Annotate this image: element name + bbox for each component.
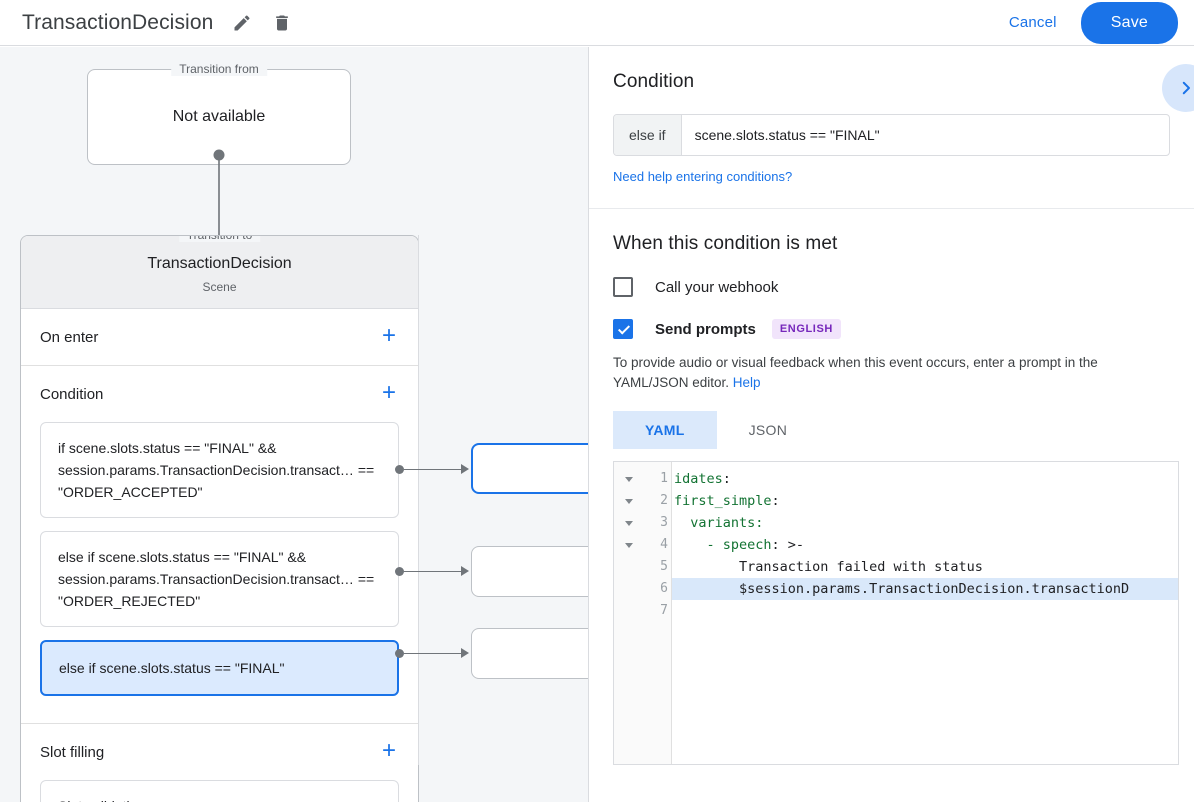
condition-item[interactable]: if scene.slots.status == "FINAL" && sess…	[40, 422, 399, 518]
add-slot-filling-button[interactable]: +	[381, 737, 396, 764]
fold-spacer	[614, 578, 644, 600]
panel-condition-heading: Condition	[613, 71, 695, 92]
condition-help-link[interactable]: Need help entering conditions?	[613, 169, 793, 184]
connector-line	[404, 469, 462, 470]
code-line[interactable]: $session.params.TransactionDecision.tran…	[672, 578, 1178, 600]
section-header-condition: Condition +	[21, 366, 418, 422]
add-on-enter-button[interactable]: +	[381, 322, 396, 349]
connector-dot	[395, 649, 404, 658]
chevron-right-icon[interactable]	[1162, 64, 1194, 112]
line-number: 1	[660, 471, 668, 486]
line-number: 7	[660, 603, 668, 618]
condition-item-selected[interactable]: else if scene.slots.status == "FINAL"	[40, 640, 399, 696]
condition-item[interactable]: else if scene.slots.status == "FINAL" &&…	[40, 531, 399, 627]
panel-condition-section: Condition else if scene.slots.status == …	[589, 47, 1194, 209]
scene-name: TransactionDecision	[147, 255, 292, 272]
section-title-slot-filling: Slot filling	[40, 743, 105, 761]
condition-operator-label: else if	[614, 115, 682, 155]
condition-list: if scene.slots.status == "FINAL" && sess…	[21, 422, 418, 723]
connector-line	[404, 653, 462, 654]
fold-arrow-icon[interactable]	[614, 534, 644, 556]
prompts-help-link[interactable]: Help	[732, 375, 761, 390]
transition-to-legend: Transition to	[178, 236, 261, 242]
section-title-on-enter: On enter	[40, 328, 99, 346]
code-line[interactable]: idates:	[674, 471, 731, 487]
code-line[interactable]: first_simple:	[674, 493, 780, 509]
flow-target-node[interactable]	[471, 546, 588, 597]
send-prompts-row: Send prompts ENGLISH	[613, 319, 1170, 339]
webhook-row: Call your webhook	[613, 277, 1170, 297]
connector-dot	[395, 567, 404, 576]
section-header-slot-filling: Slot filling +	[21, 724, 418, 780]
pencil-icon[interactable]	[231, 12, 253, 34]
connector-arrowhead	[461, 648, 469, 658]
editor-line-numbers: 1 2 3 4 5 6 7	[644, 462, 672, 764]
call-webhook-checkbox[interactable]	[613, 277, 633, 297]
flow-canvas: Transition from Not available Transition…	[0, 47, 588, 802]
connector-dot	[395, 465, 404, 474]
code-line[interactable]	[672, 600, 1178, 622]
fold-arrow-icon[interactable]	[614, 468, 644, 490]
call-webhook-label: Call your webhook	[655, 278, 779, 296]
send-prompts-label: Send prompts	[655, 320, 756, 338]
section-on-enter: On enter +	[21, 309, 418, 366]
scene-card: Transition to TransactionDecision Scene …	[20, 235, 419, 802]
section-title-condition: Condition	[40, 385, 104, 403]
fold-spacer	[614, 600, 644, 622]
tab-yaml[interactable]: YAML	[613, 411, 717, 449]
section-slot-filling: Slot filling + Slot validation	[21, 724, 418, 802]
panel-when-met-section: When this condition is met Call your web…	[589, 209, 1194, 787]
flow-target-node[interactable]	[471, 443, 588, 494]
code-line[interactable]: variants:	[674, 515, 764, 531]
send-prompts-checkbox[interactable]	[613, 319, 633, 339]
slot-validation-item[interactable]: Slot validation	[40, 780, 399, 802]
language-badge: ENGLISH	[771, 319, 841, 339]
section-header-on-enter: On enter +	[21, 309, 418, 365]
scene-type: Scene	[202, 280, 237, 294]
prompts-description: To provide audio or visual feedback when…	[613, 353, 1170, 393]
slot-filling-list: Slot validation	[21, 780, 418, 802]
cancel-button[interactable]: Cancel	[995, 6, 1071, 39]
tab-json[interactable]: JSON	[748, 422, 788, 438]
editor-format-tabs: YAML JSON	[613, 411, 1170, 449]
condition-expression-input[interactable]: scene.slots.status == "FINAL"	[694, 127, 880, 143]
transition-from-value: Not available	[172, 108, 266, 125]
page-title: TransactionDecision	[22, 10, 214, 34]
line-number: 3	[660, 515, 668, 530]
yaml-editor[interactable]: 1 2 3 4 5 6 7 idates: first_simple: variants: -…	[613, 461, 1179, 765]
transition-from-card: Transition from Not available	[87, 62, 351, 165]
fold-arrow-icon[interactable]	[614, 490, 644, 512]
app-header: TransactionDecision Cancel Save	[0, 0, 1194, 46]
connector-line	[404, 571, 462, 572]
connector-arrowhead	[461, 464, 469, 474]
scene-card-header: TransactionDecision Scene	[21, 236, 418, 309]
prompts-description-text: To provide audio or visual feedback when…	[613, 355, 1098, 390]
line-number: 5	[660, 559, 668, 574]
bus-line	[418, 235, 419, 765]
code-line[interactable]: - speech: >-	[674, 537, 805, 553]
when-met-heading: When this condition is met	[613, 233, 838, 254]
condition-input-row[interactable]: else if scene.slots.status == "FINAL"	[613, 114, 1170, 156]
details-panel: Condition else if scene.slots.status == …	[588, 47, 1194, 802]
connector-arrowhead	[461, 566, 469, 576]
line-number: 6	[660, 581, 668, 596]
code-line[interactable]: Transaction failed with status	[674, 559, 983, 575]
line-number: 2	[660, 493, 668, 508]
add-condition-button[interactable]: +	[381, 379, 396, 406]
section-condition: Condition + if scene.slots.status == "FI…	[21, 366, 418, 724]
editor-code-area[interactable]: idates: first_simple: variants: - speech:…	[672, 462, 1178, 764]
editor-fold-column	[614, 462, 644, 764]
trash-icon[interactable]	[271, 12, 293, 34]
flow-target-node[interactable]	[471, 628, 588, 679]
transition-from-legend: Transition from	[171, 62, 267, 76]
line-number: 4	[660, 537, 668, 552]
fold-spacer	[614, 556, 644, 578]
save-button[interactable]: Save	[1080, 1, 1178, 44]
fold-arrow-icon[interactable]	[614, 512, 644, 534]
